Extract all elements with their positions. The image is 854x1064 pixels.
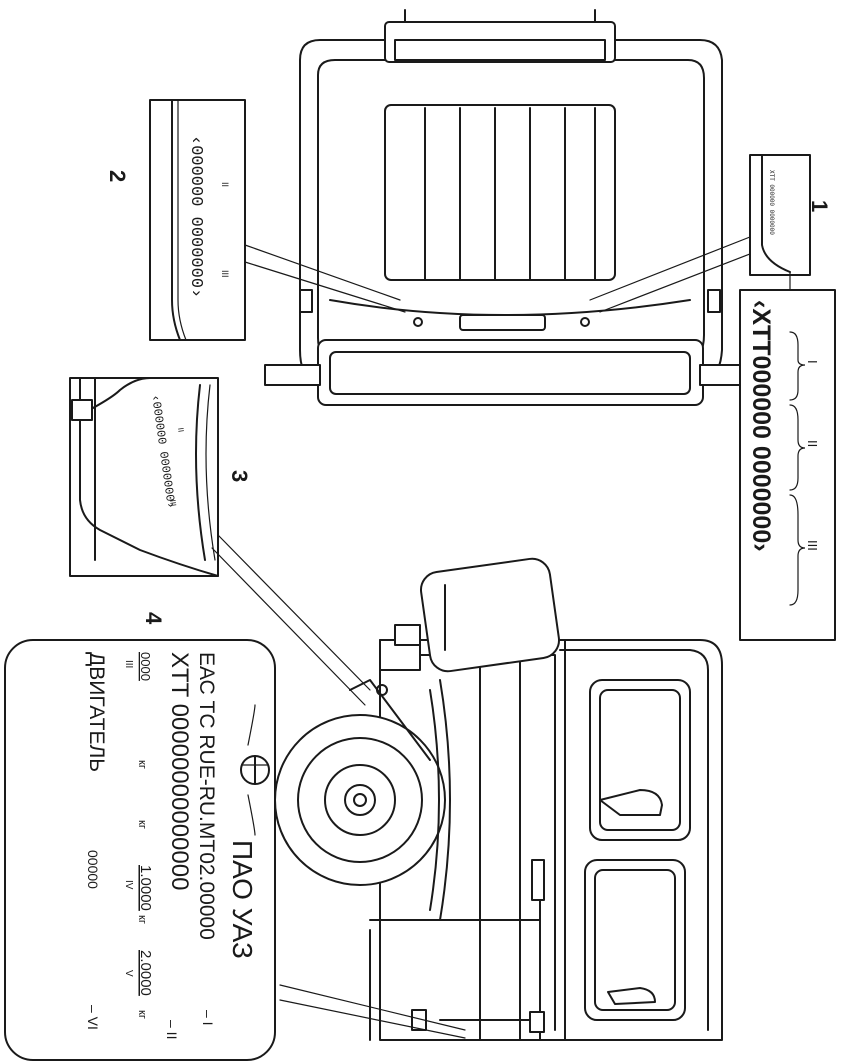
plate-vin: XTT 00000000000000 bbox=[166, 652, 193, 890]
cab-back-view bbox=[244, 9, 756, 406]
callout-4-number: 4 bbox=[141, 612, 166, 625]
plate-approval-mark: – I bbox=[200, 1010, 216, 1026]
identification-plate: ПАО УАЗ ЕАС ТС RUE-RU.MT02.00000 – I XTT… bbox=[4, 639, 276, 1061]
callout-2-number: 2 bbox=[105, 170, 130, 182]
plate-engine-value: 00000 bbox=[85, 850, 101, 889]
callout-3-segment-ii: II bbox=[176, 427, 186, 433]
plate-mass3-value: 2.0000 bbox=[137, 950, 154, 996]
plate-engine-mark: – VI bbox=[85, 1005, 101, 1030]
callout-3-segment-iii: III bbox=[168, 499, 178, 507]
callout-2-box: ‹000000 0000000› II III bbox=[149, 99, 246, 341]
vehicle-side-view bbox=[274, 557, 723, 1041]
callout-1-vin: ‹XTT000000 0000000› bbox=[747, 300, 775, 552]
callout-1-vin-box: ‹XTT000000 0000000› I II III bbox=[739, 289, 836, 641]
plate-vin-mark: – II bbox=[164, 1020, 180, 1039]
callout-1-small-vin: XTT 000000 0000000 bbox=[768, 170, 775, 235]
callout-3-box: ‹000000 0000000› II III bbox=[69, 377, 371, 706]
plate-mass2-mark: IV bbox=[123, 880, 134, 890]
plate-approval: ЕАС ТС RUE-RU.MT02.00000 bbox=[195, 652, 218, 940]
uaz-logo-icon bbox=[240, 704, 270, 836]
callout-2-segment-iii: III bbox=[220, 270, 230, 278]
plate-mass2-unit: кг bbox=[136, 820, 148, 829]
plate-mass1-mark: III bbox=[123, 660, 134, 668]
plate-manufacturer: ПАО УАЗ bbox=[227, 840, 258, 959]
callout-1-segment-i: I bbox=[805, 360, 820, 364]
plate-mass3-mark: V bbox=[123, 970, 134, 977]
callout-1-segment-iii: III bbox=[805, 540, 820, 551]
callout-1-number: 1 bbox=[807, 200, 832, 212]
plate-mass2-value: 1.0000 bbox=[137, 865, 154, 911]
callout-1-small-plate: XTT 000000 0000000 bbox=[749, 154, 811, 276]
plate-mass1-unit: кг bbox=[136, 760, 148, 769]
callout-1-segment-ii: II bbox=[805, 440, 820, 447]
callout-2-vin: ‹000000 0000000› bbox=[186, 135, 205, 298]
callout-2-segment-ii: II bbox=[220, 182, 230, 187]
callout-3-number: 3 bbox=[227, 470, 252, 482]
plate-mass1-value: 0000 bbox=[138, 652, 153, 681]
plate-mass3-unit-end: кг bbox=[136, 1010, 148, 1019]
plate-mass3-unit: кг bbox=[136, 915, 148, 924]
plate-engine-label: ДВИГАТЕЛЬ bbox=[85, 652, 108, 772]
